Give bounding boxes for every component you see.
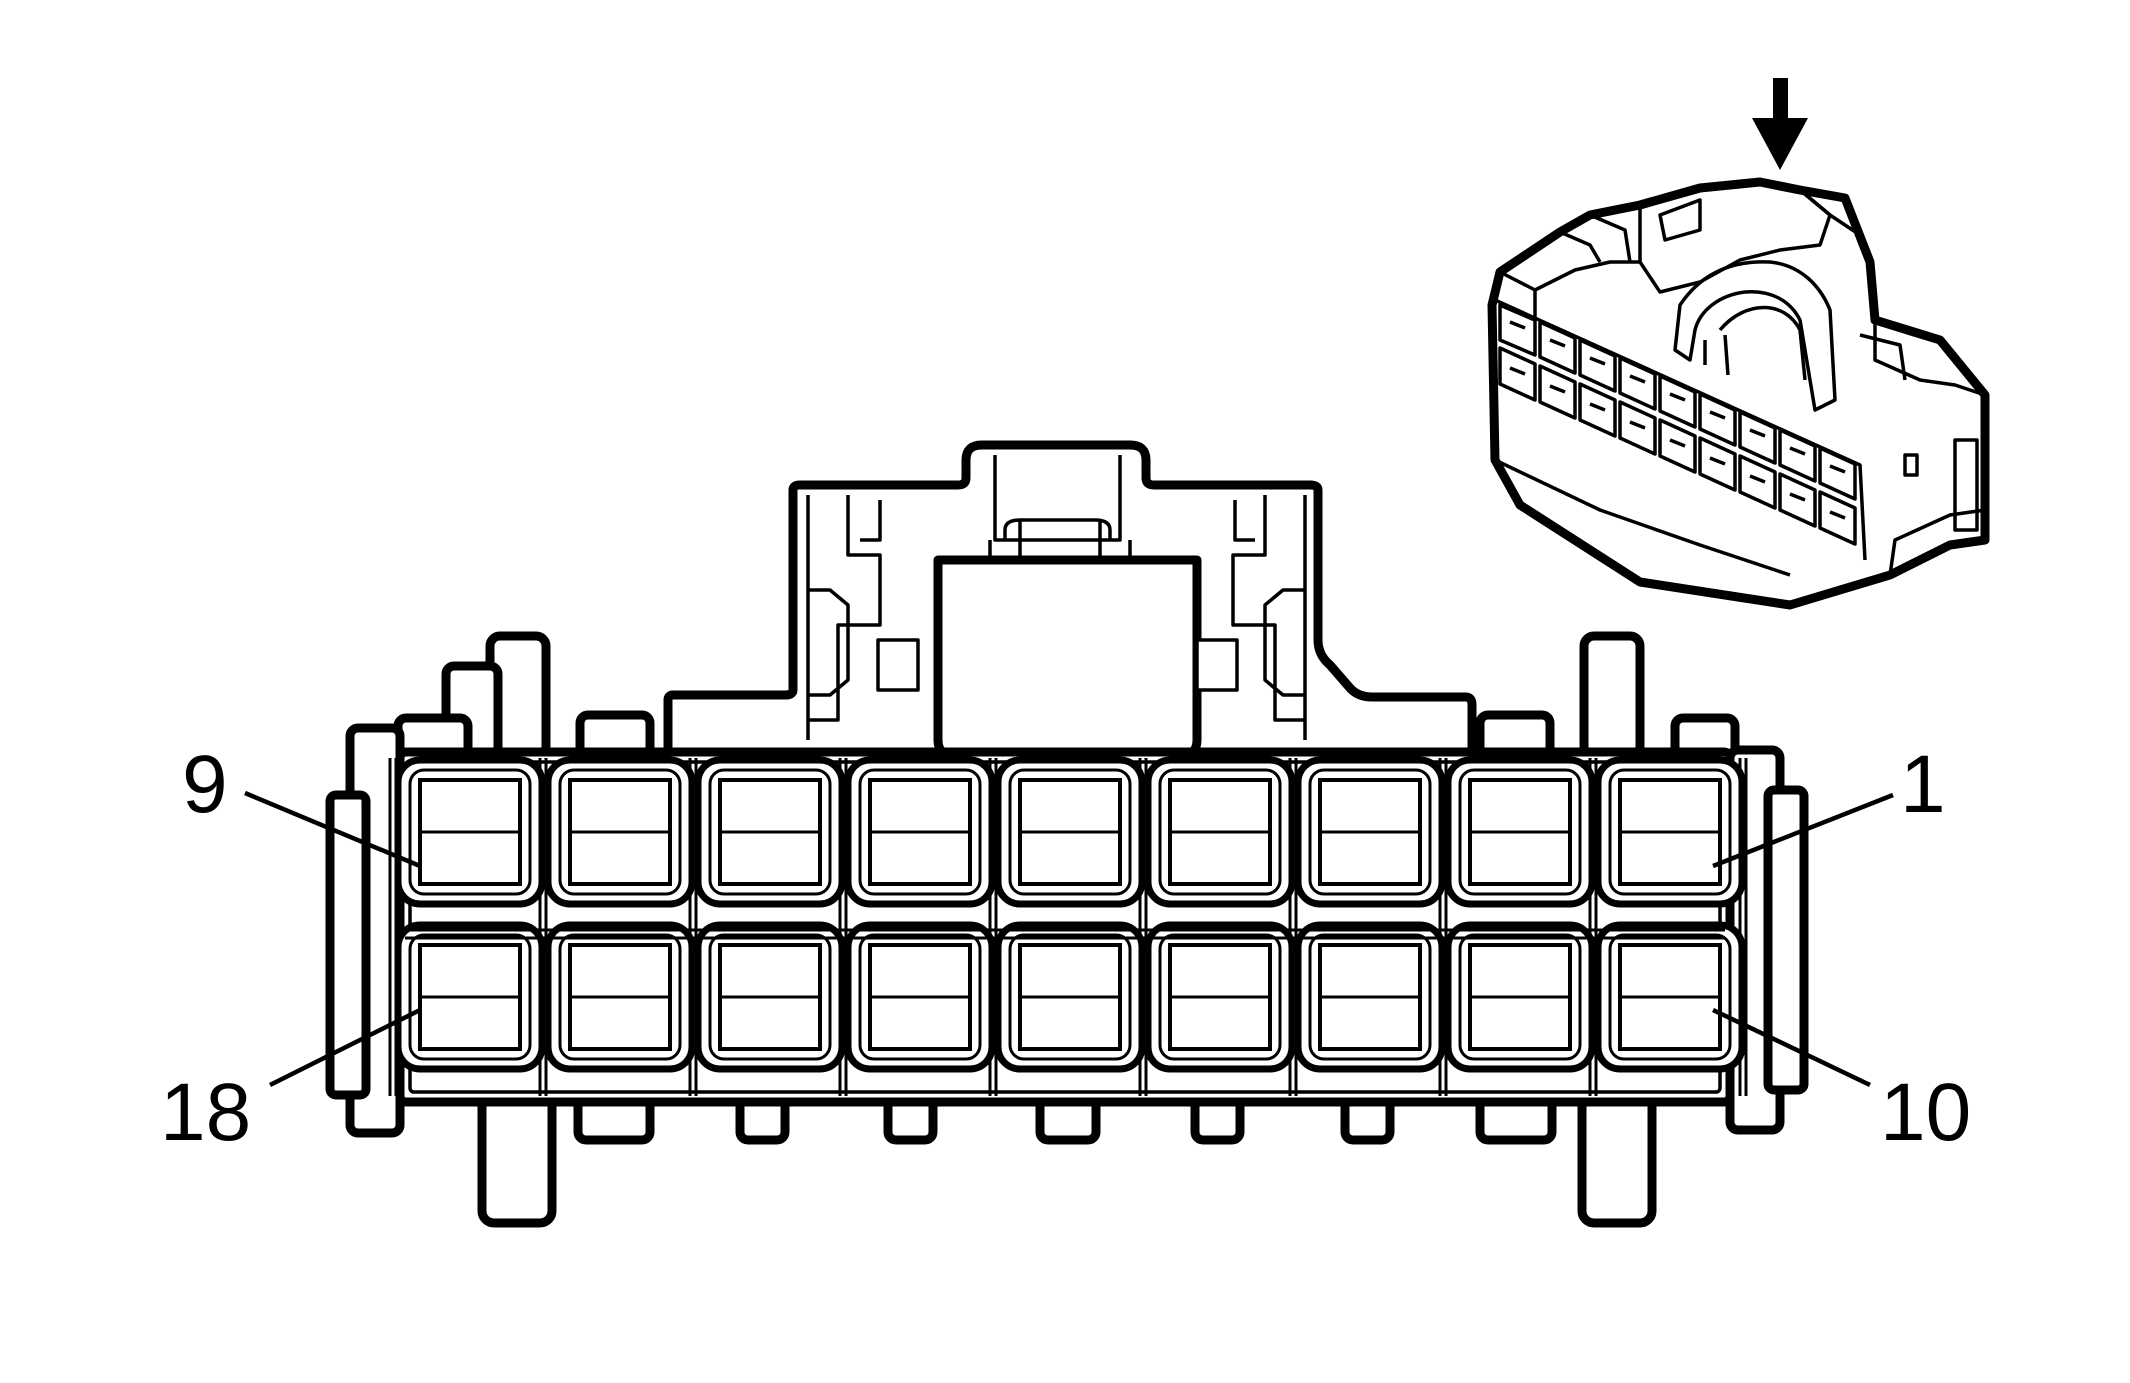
cavity-pin-18	[394, 921, 546, 1073]
connector-isometric-icon	[1487, 78, 1990, 610]
cavity-pin-9	[394, 756, 546, 908]
pin-label-18: 18	[160, 1067, 251, 1158]
cavity-pin-10	[1594, 921, 1746, 1073]
pin-label-1: 1	[1900, 739, 1946, 830]
leader-line-pin-9	[244, 790, 421, 869]
leader-line-pin-1	[1712, 792, 1894, 869]
cavity-pin-7	[694, 756, 846, 908]
cavity-pin-4	[1144, 756, 1296, 908]
cavity-pin-17	[544, 921, 696, 1073]
pin-label-9: 9	[182, 739, 228, 830]
cavity-pin-5	[994, 756, 1146, 908]
isometric-cavity-grid	[1494, 298, 1867, 577]
cavity-pin-14	[994, 921, 1146, 1073]
cavity-pin-15	[844, 921, 996, 1073]
cavity-pin-8	[544, 756, 696, 908]
leader-line-pin-10	[1712, 1007, 1871, 1088]
connector-face: 9 1 18 10	[160, 440, 1971, 1228]
cavity-pin-3	[1294, 756, 1446, 908]
cavity-pin-1	[1594, 756, 1746, 908]
pin-label-10: 10	[1880, 1067, 1971, 1158]
cavity-pin-13	[1144, 921, 1296, 1073]
down-arrow-icon	[1752, 78, 1808, 170]
cavity-pin-12	[1294, 921, 1446, 1073]
cavity-grid	[388, 756, 1748, 1096]
cavity-pin-11	[1444, 921, 1596, 1073]
cavity-pin-16	[694, 921, 846, 1073]
cavity-pin-2	[1444, 756, 1596, 908]
leader-line-pin-18	[268, 1007, 422, 1088]
cavity-pin-6	[844, 756, 996, 908]
